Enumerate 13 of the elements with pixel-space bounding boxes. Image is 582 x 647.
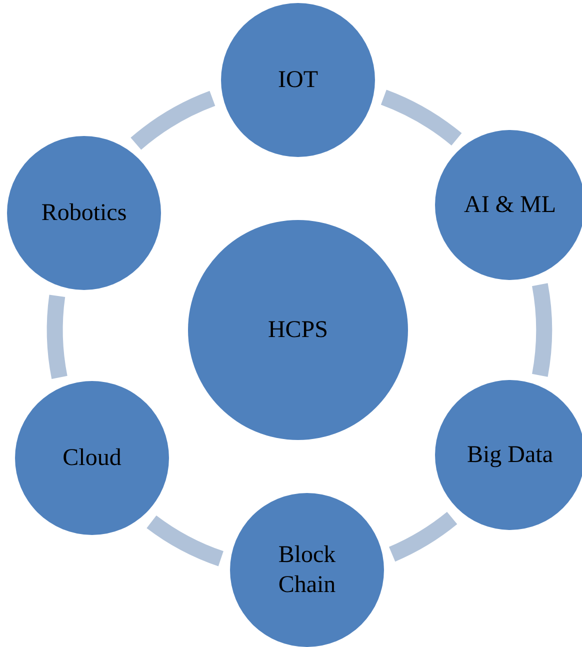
arc-connector [380,90,462,146]
arc-connector [46,295,68,379]
arc-connector [388,512,457,562]
node-label: IOT [278,66,318,95]
node-label: Big Data [467,441,553,470]
arc-connector [130,91,216,150]
node-label: AI & ML [464,191,556,220]
node-label: Block Chain [277,541,337,600]
node-label: Robotics [41,199,127,228]
node-label: HCPS [268,316,328,345]
arc-connector [146,515,224,566]
node-label: Cloud [62,444,122,473]
arc-connector [532,283,552,377]
